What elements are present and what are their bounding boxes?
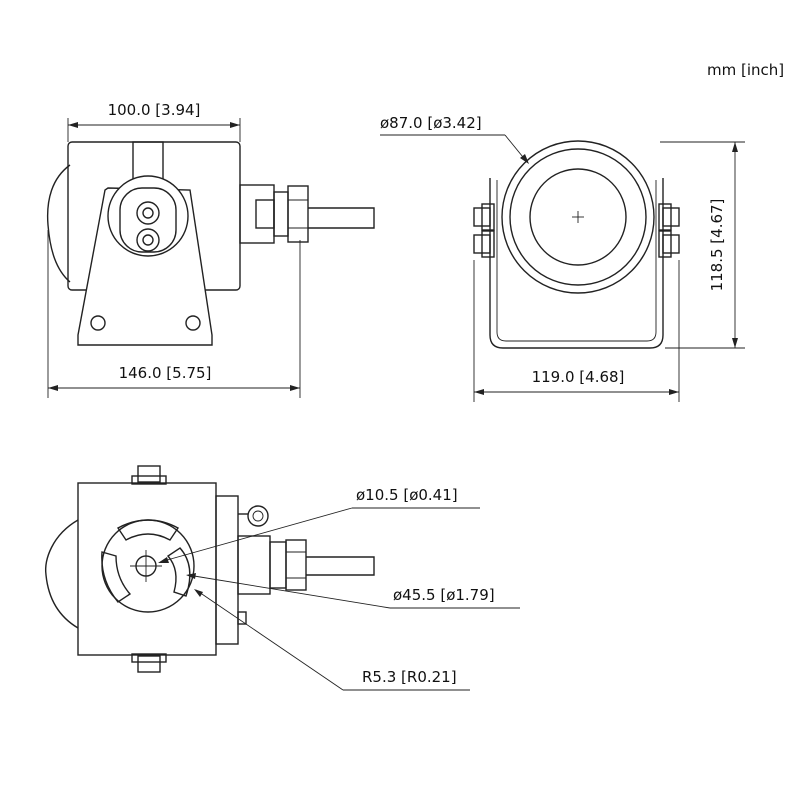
dim-bracket-width: 119.0 [4.68] <box>532 368 625 386</box>
lens-dome-bottom <box>45 519 79 629</box>
dim-top-width: 100.0 [3.94] <box>108 101 201 119</box>
dim-lens-diameter: ø87.0 [ø3.42] <box>380 114 482 132</box>
dim-hole-diameter: ø10.5 [ø0.41] <box>356 486 458 504</box>
dim-overall-length: 146.0 [5.75] <box>119 364 212 382</box>
u-bracket <box>489 178 664 349</box>
cable <box>308 207 375 229</box>
pivot-slot <box>119 187 177 253</box>
dim-slot-radius: R5.3 [R0.21] <box>362 668 457 686</box>
slot-top <box>116 519 180 541</box>
front-view: ø87.0 [ø3.42] 118.5 [4.67] 119.0 [4.68] <box>380 114 745 402</box>
side-view: 100.0 [3.94] 146.0 [5.75] <box>46 101 375 398</box>
dim-height: 118.5 [4.67] <box>708 199 726 292</box>
bottom-body <box>77 482 217 656</box>
mount-ring <box>247 505 269 527</box>
gland-base <box>239 184 275 244</box>
slot-left <box>101 551 132 603</box>
tab-top <box>137 465 161 483</box>
screw <box>237 611 247 625</box>
gland-nut <box>273 191 289 237</box>
pivot-bolt-lower <box>136 228 160 252</box>
pivot-bolt-upper <box>136 201 160 225</box>
bottom-gland-base <box>237 535 271 595</box>
bracket-hole-right <box>185 315 201 331</box>
bottom-view: ø10.5 [ø0.41] ø45.5 [ø1.79] R5.3 [R0.21] <box>45 465 520 691</box>
bottom-gland-cap <box>285 539 307 591</box>
front-lens <box>529 168 627 266</box>
slot-right <box>166 547 191 597</box>
gland-cap <box>287 185 309 243</box>
lens-dome <box>46 164 71 283</box>
bracket-hole-left <box>90 315 106 331</box>
units-label: mm [inch] <box>707 61 784 79</box>
bottom-cable <box>306 556 375 576</box>
dim-bolt-circle: ø45.5 [ø1.79] <box>393 586 495 604</box>
tab-bottom <box>137 655 161 673</box>
